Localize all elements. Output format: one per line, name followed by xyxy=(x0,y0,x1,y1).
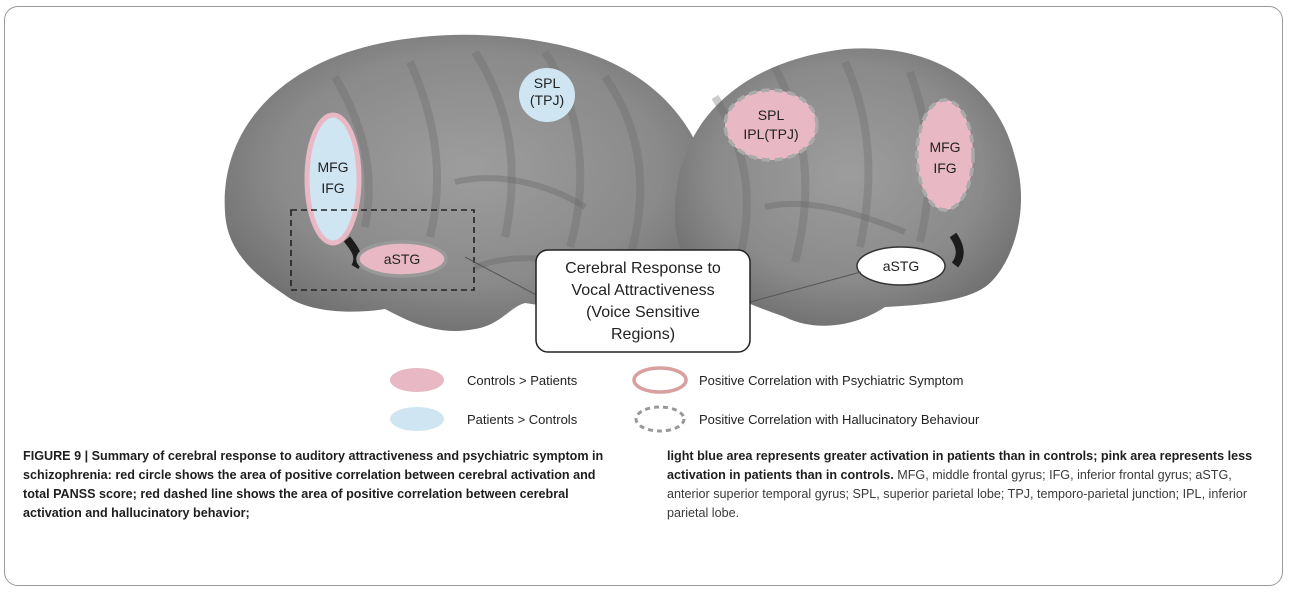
figure-frame: SPL (TPJ) MFG IFG aSTG SPL IPL(TPJ) MFG … xyxy=(4,6,1283,586)
legend-swatch-dashed-circle xyxy=(636,407,684,431)
brain-illustration: SPL (TPJ) MFG IFG aSTG SPL IPL(TPJ) MFG … xyxy=(5,7,1283,442)
callout-line-1: Cerebral Response to xyxy=(565,260,721,277)
label-astg-left: aSTG xyxy=(384,251,421,267)
region-spl-ipl-tpj-right xyxy=(725,90,817,160)
legend-label-patients-gt-controls: Patients > Controls xyxy=(467,412,578,427)
region-mfg-ifg-left xyxy=(307,115,359,243)
label-mfg-right: MFG xyxy=(929,139,960,155)
label-ipl-tpj-right: IPL(TPJ) xyxy=(743,126,798,142)
legend-label-controls-gt-patients: Controls > Patients xyxy=(467,373,578,388)
legend-swatch-controls-gt-patients xyxy=(390,368,444,392)
legend-swatch-solid-circle xyxy=(634,368,686,392)
region-mfg-ifg-right xyxy=(917,100,973,210)
label-ifg-left: IFG xyxy=(321,180,344,196)
caption-left-bold: FIGURE 9 | Summary of cerebral response … xyxy=(23,449,603,520)
label-tpj-left: (TPJ) xyxy=(530,92,564,108)
legend-label-hallucinatory: Positive Correlation with Hallucinatory … xyxy=(699,412,980,427)
callout-line-4: Regions) xyxy=(611,326,675,343)
callout-line-2: Vocal Attractiveness xyxy=(571,282,714,299)
label-mfg-left: MFG xyxy=(317,159,348,175)
label-astg-right: aSTG xyxy=(883,258,920,274)
legend-label-psychiatric: Positive Correlation with Psychiatric Sy… xyxy=(699,373,963,388)
legend: Controls > Patients Patients > Controls … xyxy=(390,368,980,431)
label-spl-right: SPL xyxy=(758,107,785,123)
label-ifg-right: IFG xyxy=(933,160,956,176)
caption-right-column: light blue area represents greater activ… xyxy=(667,447,1277,523)
label-spl-left: SPL xyxy=(534,75,561,91)
legend-swatch-patients-gt-controls xyxy=(390,407,444,431)
callout-line-3: (Voice Sensitive xyxy=(586,304,700,321)
caption-left-column: FIGURE 9 | Summary of cerebral response … xyxy=(23,447,623,523)
